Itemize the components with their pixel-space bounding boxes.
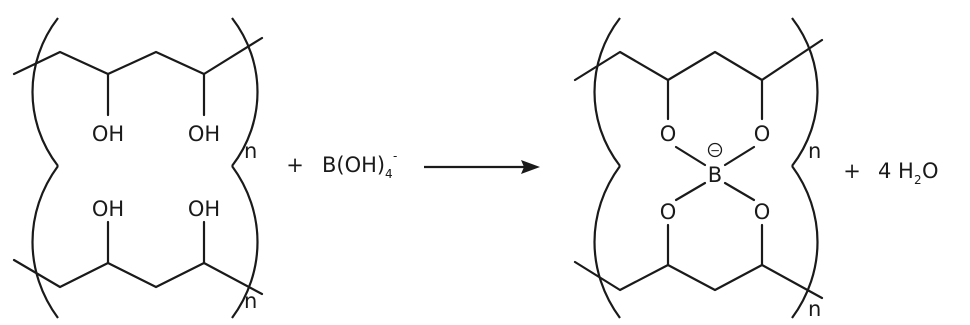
- reaction-arrow: [424, 160, 540, 174]
- product-b-bond-bottom-right: [723, 181, 756, 202]
- product-b-bond-bottom-left: [674, 181, 707, 202]
- borate-subscript: 4: [385, 167, 393, 181]
- reactant-top-oh-right: OH: [188, 122, 220, 146]
- product-top-backbone: [573, 38, 824, 82]
- product-boron-charge: −: [710, 144, 720, 158]
- product-top-repeat-n: n: [808, 139, 821, 163]
- product-bottom-left-paren: [593, 165, 621, 319]
- borate-charge: -: [393, 149, 397, 163]
- reactant-top-right-paren: [231, 17, 259, 167]
- reactant-bottom-chain: OH OH n: [12, 165, 264, 319]
- reactant-top-left-paren: [31, 17, 59, 167]
- reactant-bottom-backbone: [12, 258, 264, 296]
- product-o-top-left: O: [660, 122, 677, 146]
- product-o-top-right: O: [754, 122, 771, 146]
- reactant-top-repeat-n: n: [244, 139, 257, 163]
- reactant-top-chain: OH OH n: [12, 17, 264, 167]
- product-top-right-paren: [791, 17, 819, 167]
- product-o-bottom-left: O: [660, 200, 677, 224]
- plus-sign-1: +: [286, 153, 304, 177]
- water-h-subscript: 2: [914, 173, 922, 187]
- reaction-arrow-head: [521, 160, 540, 174]
- reactant-bottom-oh-right: OH: [188, 197, 220, 221]
- water-coefficient: 4: [878, 159, 891, 183]
- reactant-bottom-left-paren: [31, 165, 59, 319]
- product-b-bond-top-left: [674, 145, 707, 167]
- product-complex: O O n B − O O n: [573, 17, 824, 321]
- product-top-left-paren: [593, 17, 621, 167]
- product-boron: B: [708, 163, 722, 187]
- product-bottom-right-paren: [791, 165, 819, 319]
- reactant-bottom-oh-left: OH: [92, 197, 124, 221]
- water-h: H: [898, 159, 914, 183]
- water: 4 H 2 O: [878, 159, 939, 187]
- borate-ion: B(OH) 4 -: [322, 149, 397, 181]
- product-bottom-backbone: [573, 260, 824, 300]
- reactant-bottom-right-paren: [231, 165, 259, 319]
- reactant-bottom-repeat-n: n: [244, 289, 257, 313]
- borate-formula: B(OH): [322, 153, 385, 177]
- product-boron-charge-icon: −: [707, 142, 723, 158]
- reactant-top-backbone: [12, 36, 264, 76]
- water-o: O: [922, 159, 939, 183]
- product-bottom-repeat-n: n: [808, 297, 821, 321]
- plus-sign-2: +: [843, 159, 861, 183]
- product-o-bottom-right: O: [754, 200, 771, 224]
- reactant-top-oh-left: OH: [92, 122, 124, 146]
- product-b-bond-top-right: [723, 145, 756, 167]
